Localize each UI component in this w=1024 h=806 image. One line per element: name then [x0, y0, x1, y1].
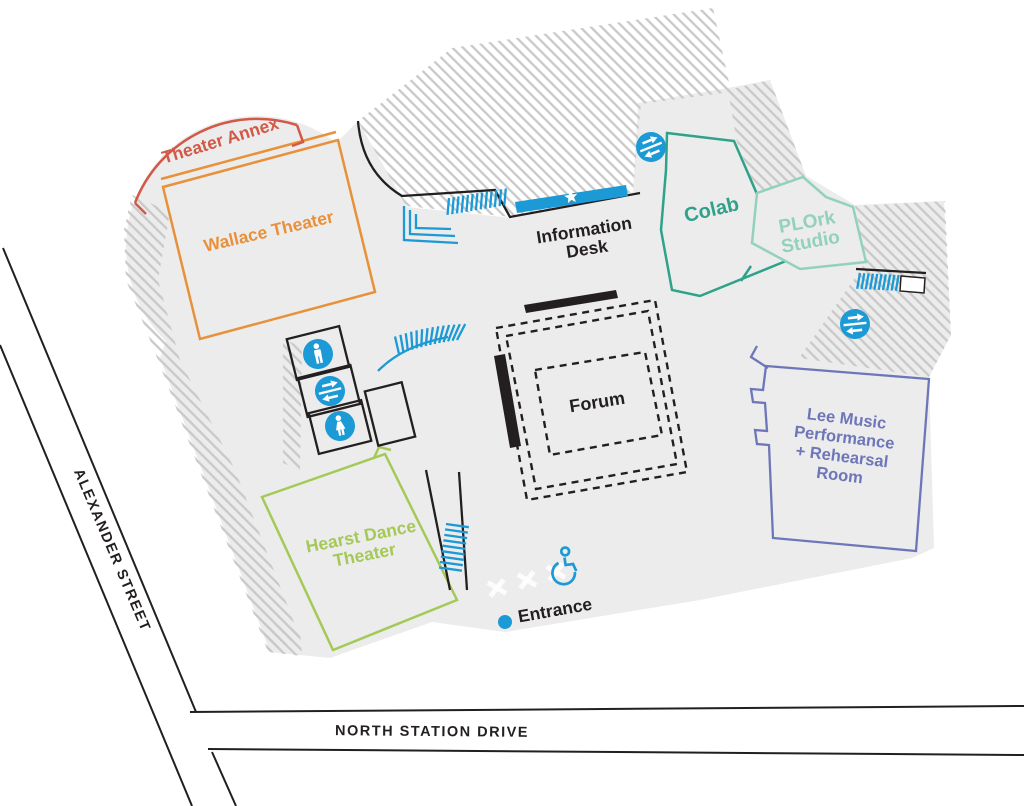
- stairs-treads: [446, 188, 507, 216]
- colab-room: Colab: [659, 131, 788, 298]
- stair-rail-outer: [402, 206, 459, 245]
- restroom-men-room: [285, 324, 351, 382]
- stair-rail-mid: [408, 210, 456, 238]
- star-icon: [564, 190, 578, 204]
- hatch-colab-right: [728, 80, 806, 194]
- hatch-hearst-corner: [262, 622, 302, 656]
- forum-left-wall: [494, 354, 521, 448]
- north-station-drive-bottom-line: [207, 748, 1024, 756]
- stair-rail-inner: [414, 214, 452, 231]
- colab-door-mark: [739, 265, 753, 282]
- stairs-hearst: [424, 469, 469, 591]
- elevator-room: [296, 363, 362, 419]
- lee-music-room: Lee Music Performance + Rehearsal Room: [749, 345, 931, 553]
- fan-rail: [377, 335, 449, 372]
- hatch-left-crescent: [124, 195, 300, 652]
- forum-room-dashed: [533, 350, 664, 457]
- wheelchair-accessible-icon: [551, 546, 578, 586]
- theater-annex-tick-right: [291, 124, 305, 148]
- hatch-top: [358, 8, 731, 217]
- restroom-women-room: [307, 398, 373, 456]
- alexander-street-left-line: [0, 344, 193, 806]
- stair-top-wall: [855, 267, 927, 275]
- entrance-dot: [498, 615, 512, 629]
- door-x-marks: [486, 562, 567, 598]
- theater-annex-tick-left: [134, 202, 147, 215]
- building-top-edge: [356, 120, 641, 219]
- theater-annex-arc: [133, 117, 298, 204]
- stairs-info-desk: [402, 188, 507, 245]
- north-station-drive-top-line: [189, 705, 1024, 713]
- plork-studio-room: PLOrk Studio: [750, 175, 868, 271]
- stairs-plork: [855, 267, 927, 294]
- north-station-drive-label: NORTH STATION DRIVE: [335, 723, 529, 741]
- stair-wall-left: [424, 469, 452, 591]
- plork-studio-outline: [750, 175, 868, 271]
- lee-music-outline: [749, 364, 931, 553]
- hearst-dance-outline: [260, 452, 459, 652]
- alexander-street-label: ALEXANDER STREET: [70, 467, 153, 635]
- hatched-regions: [124, 8, 951, 656]
- alexander-street-right-line-lower: [211, 751, 237, 806]
- stairs-treads: [438, 522, 469, 572]
- information-desk: Information Desk: [515, 185, 633, 262]
- lee-music-corner-wedge: [749, 345, 769, 369]
- stairs-curved-fan: [377, 323, 467, 372]
- restroom-core: [285, 324, 417, 456]
- stair-landing: [899, 275, 926, 294]
- wallace-theater-outline: [161, 138, 377, 341]
- stairs-treads: [856, 272, 900, 291]
- hearst-dance-room: Hearst Dance Theater: [260, 445, 459, 652]
- service-room: [363, 380, 417, 448]
- lee-music-label-line4: Room: [815, 464, 864, 488]
- colab-outline: [659, 131, 788, 298]
- hatch-restroom-left: [283, 340, 302, 470]
- wallace-stage-wall: [160, 130, 337, 181]
- alexander-street-right-line: [2, 247, 197, 713]
- forum-top-wall: [524, 290, 618, 313]
- hearst-notch: [372, 445, 392, 459]
